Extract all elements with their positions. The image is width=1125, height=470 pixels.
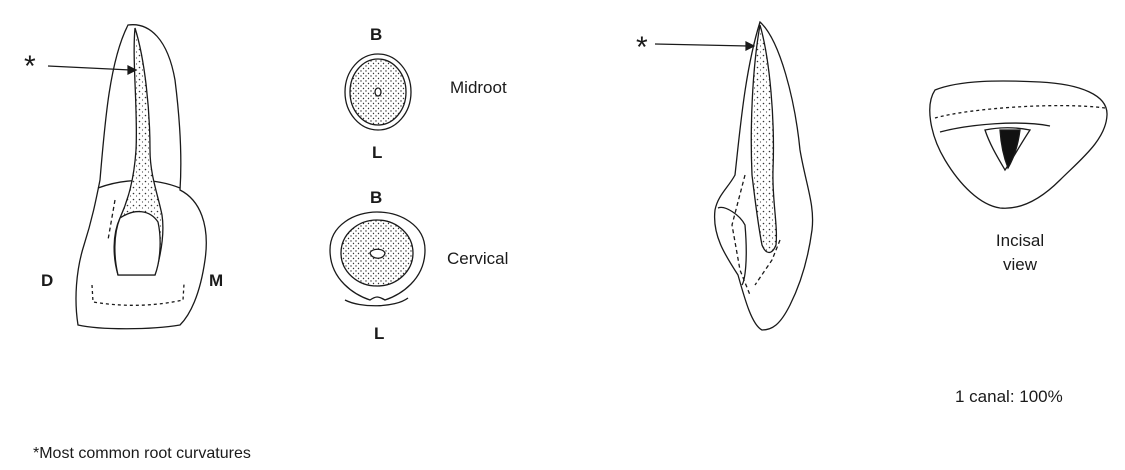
- right-curvature-arrow: [655, 42, 754, 50]
- incisal-label-line2: view: [990, 256, 1050, 273]
- right-tooth-dashed-1: [732, 175, 750, 295]
- left-tooth-cej-dashed: [92, 284, 184, 305]
- distal-label: D: [41, 272, 53, 289]
- midroot-buccal-label: B: [370, 26, 382, 43]
- cervical-buccal-label: B: [370, 189, 382, 206]
- incisal-view-drawing: [930, 81, 1107, 208]
- cervical-cross-section: [330, 212, 425, 306]
- left-curvature-marker: *: [24, 52, 36, 82]
- canal-statistic: 1 canal: 100%: [955, 388, 1063, 405]
- right-tooth-drawing: [715, 22, 813, 330]
- cervical-lingual-label: L: [374, 325, 384, 342]
- left-tooth-dashed-line-1: [108, 200, 115, 240]
- left-tooth-pulp-chamber: [115, 212, 160, 275]
- midroot-level-label: Midroot: [450, 79, 507, 96]
- left-curvature-arrow: [48, 66, 136, 74]
- incisal-label-line1: Incisal: [990, 232, 1050, 249]
- cervical-level-label: Cervical: [447, 250, 508, 267]
- midroot-lingual-label: L: [372, 144, 382, 161]
- mesial-label: M: [209, 272, 223, 289]
- footnote: *Most common root curvatures: [33, 446, 251, 462]
- midroot-cross-section: [345, 54, 411, 130]
- left-tooth-drawing: [76, 25, 206, 329]
- right-tooth-pulp-canal: [751, 25, 776, 253]
- right-curvature-marker: *: [636, 33, 648, 63]
